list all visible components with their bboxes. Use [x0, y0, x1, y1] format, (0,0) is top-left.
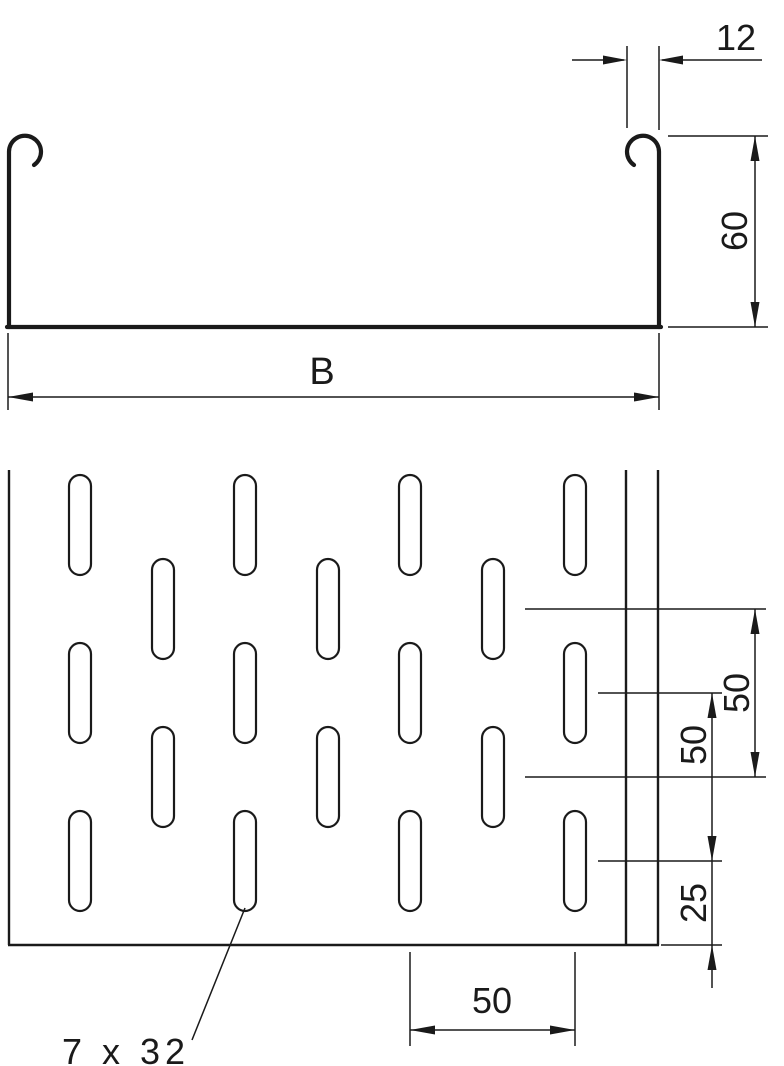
dim-slot-pitch-label: 50: [472, 980, 512, 1021]
slot-hole: [480, 725, 506, 829]
dimension-tray-width: B: [7, 333, 660, 410]
slot-hole: [67, 809, 93, 913]
dim-row-spacing-outer-label: 50: [716, 673, 757, 713]
slot-hole: [67, 641, 93, 745]
slot-hole: [562, 473, 588, 577]
dimension-slot-pitch: 50: [409, 952, 576, 1046]
plan-view: 50 50 25 50 7 x 32: [7, 470, 766, 1066]
slot-hole: [232, 641, 258, 745]
dimension-side-height: 60: [668, 135, 768, 328]
slot-hole: [315, 557, 341, 661]
arrowhead-right: [634, 392, 659, 402]
slot-hole: [397, 641, 423, 745]
dim-edge-distance-label: 25: [673, 883, 714, 923]
arrowhead-up: [750, 609, 760, 634]
arrowhead-down: [707, 836, 717, 861]
dim-flange-width-label: 12: [716, 17, 756, 58]
slot-size-label: 7 x 32: [62, 1031, 190, 1066]
cross-section-view: 12 60 B: [4, 17, 768, 410]
slot-hole: [232, 809, 258, 913]
dim-side-height-label: 60: [714, 211, 755, 251]
slot-hole: [232, 473, 258, 577]
arrowhead-down: [750, 302, 760, 327]
arrowhead-up: [707, 945, 717, 970]
slot-hole: [397, 809, 423, 913]
dimension-flange-width: 12: [572, 17, 762, 130]
dimension-row-spacing: 50 50 25: [525, 608, 766, 988]
arrowhead-up: [707, 693, 717, 718]
arrowhead-right: [603, 55, 627, 65]
arrowhead-down: [750, 752, 760, 777]
slot-hole: [397, 473, 423, 577]
arrowhead-left: [8, 392, 33, 402]
dim-row-spacing-inner-label: 50: [673, 725, 714, 765]
slot-hole: [480, 557, 506, 661]
arrowhead-up: [750, 136, 760, 161]
perforation-slots: [67, 473, 588, 913]
arrowhead-left: [410, 1025, 435, 1035]
left-side-rail-profile: [6, 133, 44, 330]
slot-hole: [150, 557, 176, 661]
dim-tray-width-label: B: [309, 351, 334, 393]
slot-hole: [562, 641, 588, 745]
slot-hole: [150, 725, 176, 829]
arrowhead-left: [659, 55, 683, 65]
slot-hole: [67, 473, 93, 577]
right-side-rail-profile: [624, 133, 662, 330]
leader-line: [191, 907, 246, 1041]
slot-hole: [315, 725, 341, 829]
slot-size-callout: 7 x 32: [62, 907, 246, 1066]
slot-hole: [562, 809, 588, 913]
arrowhead-right: [550, 1025, 575, 1035]
